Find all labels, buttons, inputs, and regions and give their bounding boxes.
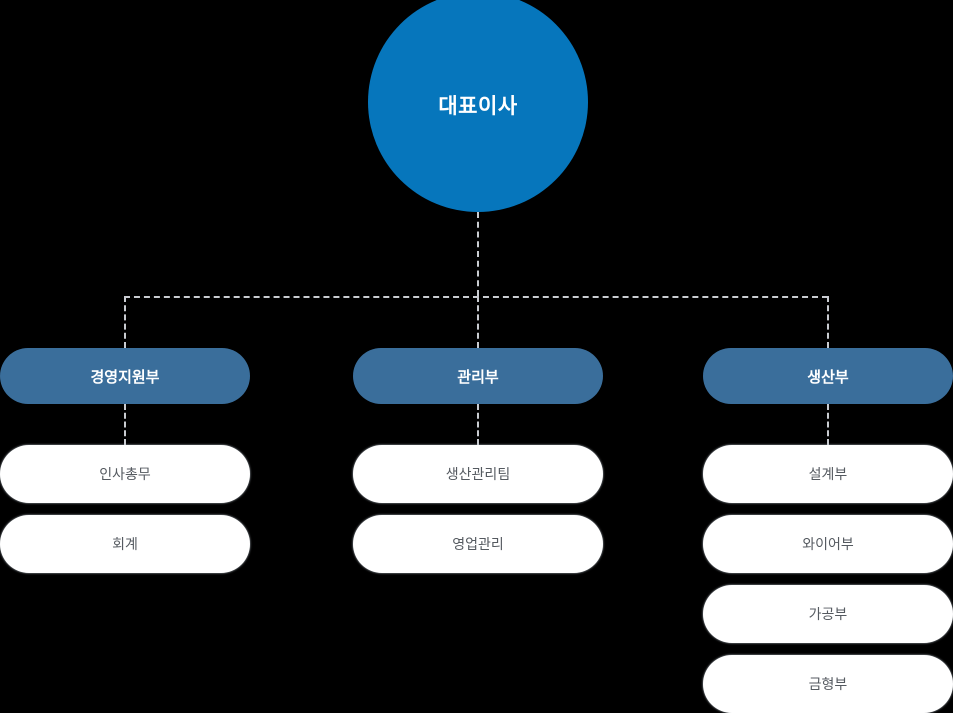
department-column-management: 관리부 생산관리팀 영업관리 xyxy=(353,348,603,573)
sub-item-list-0: 인사총무 회계 xyxy=(0,445,250,585)
sub-label-1-0: 생산관리팀 xyxy=(445,467,511,483)
sub-item-list-2: 설계부 와이어부 가공부 금형부 xyxy=(703,445,953,713)
node-ceo-label: 대표이사 xyxy=(438,93,518,118)
connector-root-vertical xyxy=(477,212,479,296)
dept-label-0: 경영지원부 xyxy=(90,367,160,386)
sub-label-0-1: 회계 xyxy=(112,537,138,553)
sub-label-0-0: 인사총무 xyxy=(99,467,151,483)
sub-label-2-2: 가공부 xyxy=(808,607,848,623)
sub-node-2-3[interactable]: 금형부 xyxy=(703,655,953,713)
sub-node-0-1[interactable]: 회계 xyxy=(0,515,250,573)
sub-node-1-0[interactable]: 생산관리팀 xyxy=(353,445,603,503)
connector-dept-to-sub-mid xyxy=(477,404,479,445)
dept-label-1: 관리부 xyxy=(457,367,499,386)
sub-label-2-0: 설계부 xyxy=(808,467,848,483)
connector-dept-to-sub-left xyxy=(124,404,126,445)
dept-node-0[interactable]: 경영지원부 xyxy=(0,348,250,404)
sub-node-1-1[interactable]: 영업관리 xyxy=(353,515,603,573)
department-column-production: 생산부 설계부 와이어부 가공부 금형부 xyxy=(703,348,953,713)
dept-node-2[interactable]: 생산부 xyxy=(703,348,953,404)
sub-label-2-1: 와이어부 xyxy=(802,537,854,553)
sub-node-2-2[interactable]: 가공부 xyxy=(703,585,953,643)
connector-bus-to-dept-mid xyxy=(477,296,479,348)
dept-node-1[interactable]: 관리부 xyxy=(353,348,603,404)
sub-node-2-0[interactable]: 설계부 xyxy=(703,445,953,503)
sub-item-list-1: 생산관리팀 영업관리 xyxy=(353,445,603,585)
dept-label-2: 생산부 xyxy=(807,367,849,386)
sub-label-2-3: 금형부 xyxy=(808,677,848,693)
sub-label-1-1: 영업관리 xyxy=(452,537,504,553)
department-column-management-support: 경영지원부 인사총무 회계 xyxy=(0,348,250,573)
node-ceo[interactable]: 대표이사 xyxy=(368,0,588,212)
sub-node-2-1[interactable]: 와이어부 xyxy=(703,515,953,573)
connector-dept-to-sub-right xyxy=(827,404,829,445)
connector-horizontal-bus xyxy=(124,296,828,298)
sub-node-0-0[interactable]: 인사총무 xyxy=(0,445,250,503)
connector-bus-to-dept-right xyxy=(827,296,829,348)
connector-bus-to-dept-left xyxy=(124,296,126,348)
